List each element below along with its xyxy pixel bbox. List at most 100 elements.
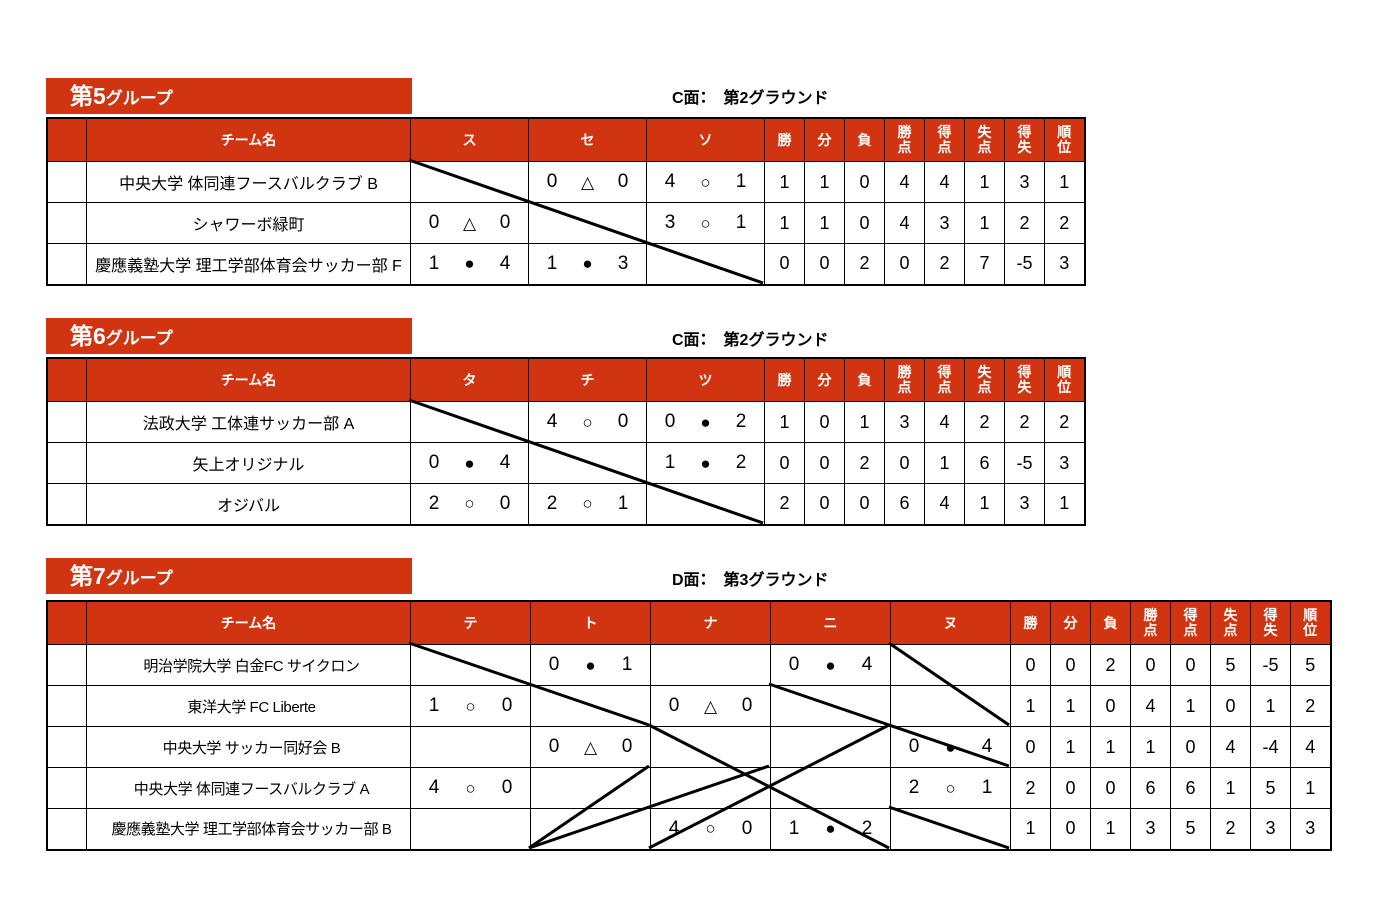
team-name-cell: 中央大学 体同連フースバルクラブ A <box>86 767 411 809</box>
stat-goals-for: 1 <box>1170 685 1211 727</box>
header-rank: 順位 <box>1290 600 1331 645</box>
match-result-ソ-vs-セ: 1●3 <box>528 243 647 285</box>
header-opponent-ヌ: ヌ <box>890 600 1011 645</box>
result-mark-icon: △ <box>703 696 718 716</box>
row-key-ト: ト <box>46 685 87 727</box>
score-right: 4 <box>499 252 511 274</box>
stat-rank: 1 <box>1290 767 1331 809</box>
unplayed-cell <box>410 808 531 850</box>
group-title: 第5グループ <box>70 82 173 109</box>
self-cell-ソ <box>646 243 765 285</box>
stat-goals-against: 2 <box>1210 808 1251 850</box>
stat-goals-against: 0 <box>1210 685 1251 727</box>
stat-goal-diff: -5 <box>1004 243 1045 285</box>
score-left: 2 <box>546 492 558 514</box>
result-mark-icon: △ <box>583 737 598 757</box>
stat-rank: 3 <box>1044 442 1085 484</box>
match-result-ナ-vs-ト: 0△0 <box>530 726 651 768</box>
stat-rank: 2 <box>1044 401 1085 443</box>
row-key-セ: セ <box>46 202 87 244</box>
stat-loss: 0 <box>844 202 885 244</box>
result-mark-icon: ○ <box>705 819 716 839</box>
stat-draw: 0 <box>804 243 845 285</box>
stat-goals-for: 2 <box>924 243 965 285</box>
stat-draw: 0 <box>804 401 845 443</box>
score-right: 0 <box>621 736 633 757</box>
stat-goals-against: 4 <box>1210 726 1251 768</box>
header-opponent-ナ: ナ <box>650 600 771 645</box>
result-mark-icon: ● <box>582 254 593 274</box>
stat-goals-for: 0 <box>1170 726 1211 768</box>
score-right: 1 <box>617 492 629 514</box>
unplayed-cell <box>530 808 651 850</box>
score-left: 1 <box>428 695 440 716</box>
result-mark-icon: ○ <box>582 494 593 514</box>
stat-points: 6 <box>1130 767 1171 809</box>
stat-goal-diff: 3 <box>1004 161 1045 203</box>
stat-rank: 3 <box>1044 243 1085 285</box>
stat-goal-diff: -5 <box>1250 644 1291 686</box>
match-result-タ-vs-ツ: 0●2 <box>646 401 765 443</box>
result-mark-icon: ○ <box>465 696 476 716</box>
stat-goal-diff: 3 <box>1250 808 1291 850</box>
score-right: 0 <box>617 171 629 192</box>
match-result-セ-vs-ソ: 3○1 <box>646 202 765 244</box>
stat-win: 0 <box>1010 726 1051 768</box>
score-left: 4 <box>668 817 680 839</box>
result-mark-icon: ● <box>700 453 711 473</box>
header-team-name: チーム名 <box>86 357 411 402</box>
stat-win: 1 <box>764 161 805 203</box>
match-result-ニ-vs-テ: 4○0 <box>410 767 531 809</box>
score-right: 1 <box>981 777 993 798</box>
match-result-セ-vs-ス: 0△0 <box>410 202 529 244</box>
stat-goal-diff: 5 <box>1250 767 1291 809</box>
header-corner <box>46 117 87 162</box>
score-right: 1 <box>621 654 633 675</box>
stat-draw: 0 <box>1050 808 1091 850</box>
header-goals-against: 失点 <box>964 357 1005 402</box>
self-cell-ナ <box>650 726 771 768</box>
stat-loss: 1 <box>844 401 885 443</box>
group-title-bar: 第7グループ <box>46 558 412 594</box>
score-right: 1 <box>735 171 747 192</box>
team-name-cell: 法政大学 工体連サッカー部 A <box>86 401 411 443</box>
result-mark-icon: ● <box>825 655 836 675</box>
header-opponent-ニ: ニ <box>770 600 891 645</box>
stat-goals-against: 1 <box>964 483 1005 525</box>
header-rank: 順位 <box>1044 357 1085 402</box>
stat-loss: 2 <box>844 442 885 484</box>
header-points: 勝点 <box>884 117 925 162</box>
match-result-ニ-vs-ヌ: 2○1 <box>890 767 1011 809</box>
header-opponent-テ: テ <box>410 600 531 645</box>
stat-points: 0 <box>884 243 925 285</box>
header-draw: 分 <box>1050 600 1091 645</box>
stat-points: 0 <box>884 442 925 484</box>
stat-win: 1 <box>1010 685 1051 727</box>
stat-points: 4 <box>884 202 925 244</box>
stat-draw: 0 <box>1050 767 1091 809</box>
stat-points: 0 <box>1130 644 1171 686</box>
venue-label: D面： 第3グラウンド <box>672 572 829 589</box>
score-right: 3 <box>617 252 629 274</box>
unplayed-cell <box>890 644 1011 686</box>
header-goals-for: 得点 <box>924 357 965 402</box>
stat-loss: 2 <box>1090 644 1131 686</box>
stat-rank: 4 <box>1290 726 1331 768</box>
header-opponent-ツ: ツ <box>646 357 765 402</box>
self-cell-チ <box>528 442 647 484</box>
stat-loss: 0 <box>844 483 885 525</box>
group-title-number: 第5 <box>70 82 106 109</box>
score-left: 1 <box>428 252 440 274</box>
table-header-row: チーム名タチツ勝分負勝点得点失点得失順位 <box>46 357 1085 402</box>
match-result-ナ-vs-ヌ: 0●4 <box>890 726 1011 768</box>
row-key-ニ: ニ <box>46 767 87 809</box>
header-loss: 負 <box>1090 600 1131 645</box>
stat-draw: 1 <box>804 161 845 203</box>
score-left: 0 <box>908 736 920 757</box>
venue-label: C面： 第2グラウンド <box>672 332 829 349</box>
result-mark-icon: ● <box>464 453 475 473</box>
